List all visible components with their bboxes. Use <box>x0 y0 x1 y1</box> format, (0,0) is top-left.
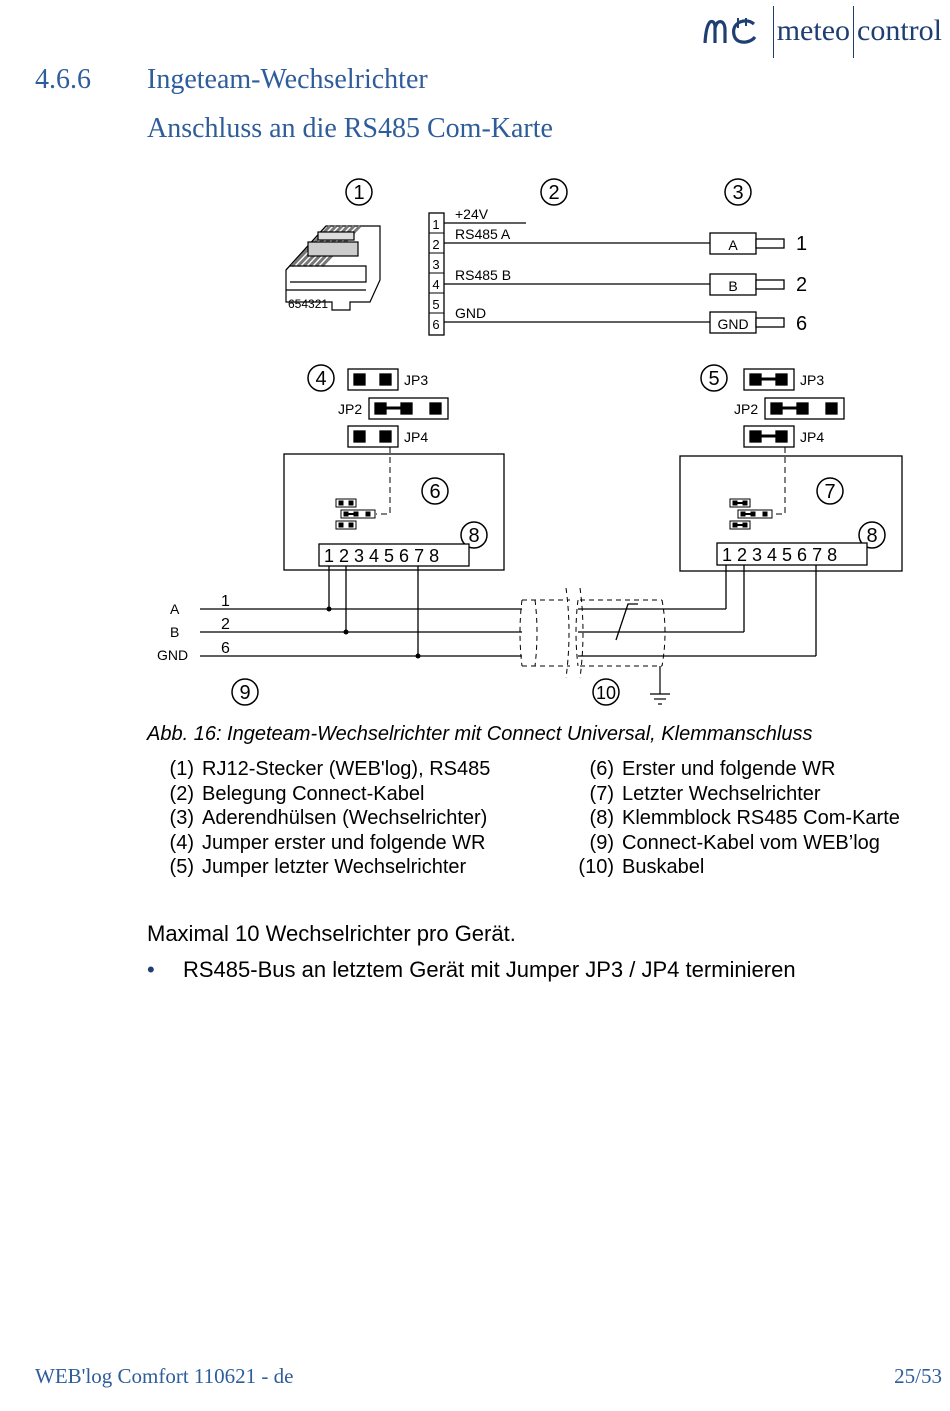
jp4-right: JP4 <box>800 429 824 445</box>
jp3-left: JP3 <box>404 372 428 388</box>
bus-num-6: 6 <box>221 640 230 657</box>
bullet-text: RS485-Bus an letztem Gerät mit Jumper JP… <box>183 957 796 982</box>
ferrule-a: A <box>728 237 738 253</box>
label-rs485b: RS485 B <box>455 267 511 283</box>
legend-item: (6)Erster und folgende WR <box>589 758 836 780</box>
bullet-icon: • <box>147 957 155 982</box>
rj12-plug-icon <box>285 224 381 311</box>
ferrule-num-6: 6 <box>796 313 807 335</box>
ground-icon <box>650 666 670 705</box>
terminal-block-last: 1 2 3 4 5 6 7 8 <box>722 545 837 565</box>
plug-label: 654321 <box>288 297 328 311</box>
legend-item: (5)Jumper letzter Wechselrichter <box>169 856 467 878</box>
inverter-first <box>283 453 505 571</box>
pin-3: 3 <box>432 257 439 272</box>
legend-item: (2)Belegung Connect-Kabel <box>169 782 425 805</box>
footer-page-number: 25/53 <box>894 1364 942 1388</box>
callout-2: 2 <box>548 182 559 204</box>
inverter-last <box>679 455 903 572</box>
mc-logo-icon <box>703 18 756 44</box>
jumper-set-left <box>347 368 449 448</box>
callout-6: 6 <box>429 481 440 503</box>
section-title: Ingeteam-Wechselrichter <box>147 64 428 95</box>
terminal-block-first: 1 2 3 4 5 6 7 8 <box>324 546 439 566</box>
jp2-right: JP2 <box>734 401 758 417</box>
footer-document-title: WEB'log Comfort 110621 - de <box>35 1364 294 1388</box>
callout-1: 1 <box>353 182 364 204</box>
logo-word-meteo: meteo <box>776 14 851 47</box>
callout-8a: 8 <box>468 525 479 547</box>
bus-label-b: B <box>170 624 179 640</box>
callout-3: 3 <box>732 182 743 204</box>
callout-8b: 8 <box>866 525 877 547</box>
callout-4: 4 <box>315 368 326 390</box>
legend-item: (9)Connect-Kabel vom WEB’log <box>589 831 880 854</box>
pin-1: 1 <box>432 217 439 232</box>
bus-num-1: 1 <box>221 593 230 610</box>
legend-right: (6)Erster und folgende WR (7)Letzter Wec… <box>567 757 900 880</box>
ferrule-gnd: GND <box>717 316 748 332</box>
section-number: 4.6.6 <box>35 64 91 95</box>
legend-item: (3)Aderendhülsen (Wechselrichter) <box>169 807 488 829</box>
legend-item: (7)Letzter Wechselrichter <box>589 782 821 805</box>
label-rs485a: RS485 A <box>455 226 511 242</box>
legend-item: (1)RJ12-Stecker (WEB'log), RS485 <box>169 758 491 780</box>
section-subtitle: Anschluss an die RS485 Com-Karte <box>147 113 553 144</box>
ferrule-num-2: 2 <box>796 274 807 296</box>
bus-label-a: A <box>170 601 180 617</box>
label-gnd: GND <box>455 305 486 321</box>
callout-10: 10 <box>596 683 616 703</box>
legend-item: (8)Klemmblock RS485 Com-Karte <box>589 807 900 829</box>
wiring-diagram: 1 2 3 4 5 6 7 8 8 9 10 654321 1 2 3 4 5 … <box>157 178 903 706</box>
ferrule-b: B <box>728 278 737 294</box>
bus-num-2: 2 <box>221 616 230 633</box>
ferrule-num-1: 1 <box>796 233 807 255</box>
pin-5: 5 <box>432 297 439 312</box>
pin-4: 4 <box>432 277 439 292</box>
callout-9: 9 <box>239 682 250 704</box>
bus-label-gnd: GND <box>157 647 188 663</box>
callout-7: 7 <box>824 481 835 503</box>
jumper-set-right <box>743 368 845 448</box>
legend-left: (1)RJ12-Stecker (WEB'log), RS485 (2)Bele… <box>147 757 491 880</box>
logo-wordmark: meteo control <box>770 6 942 58</box>
pin-6: 6 <box>432 317 439 332</box>
jp4-left: JP4 <box>404 429 428 445</box>
logo-word-control: control <box>857 14 942 47</box>
legend-item: (4)Jumper erster und folgende WR <box>169 831 486 854</box>
pin-2: 2 <box>432 237 439 252</box>
callout-5: 5 <box>708 368 719 390</box>
jp3-right: JP3 <box>800 372 824 388</box>
figure-caption: Abb. 16: Ingeteam-Wechselrichter mit Con… <box>147 723 813 745</box>
legend-item: (10)Buskabel <box>578 856 705 878</box>
meteocontrol-logo: meteo control <box>702 6 942 58</box>
note-text: Maximal 10 Wechselrichter pro Gerät. <box>147 921 516 946</box>
jp2-left: JP2 <box>338 401 362 417</box>
bullet-item: • RS485-Bus an letztem Gerät mit Jumper … <box>147 957 796 983</box>
label-24v: +24V <box>455 206 489 222</box>
